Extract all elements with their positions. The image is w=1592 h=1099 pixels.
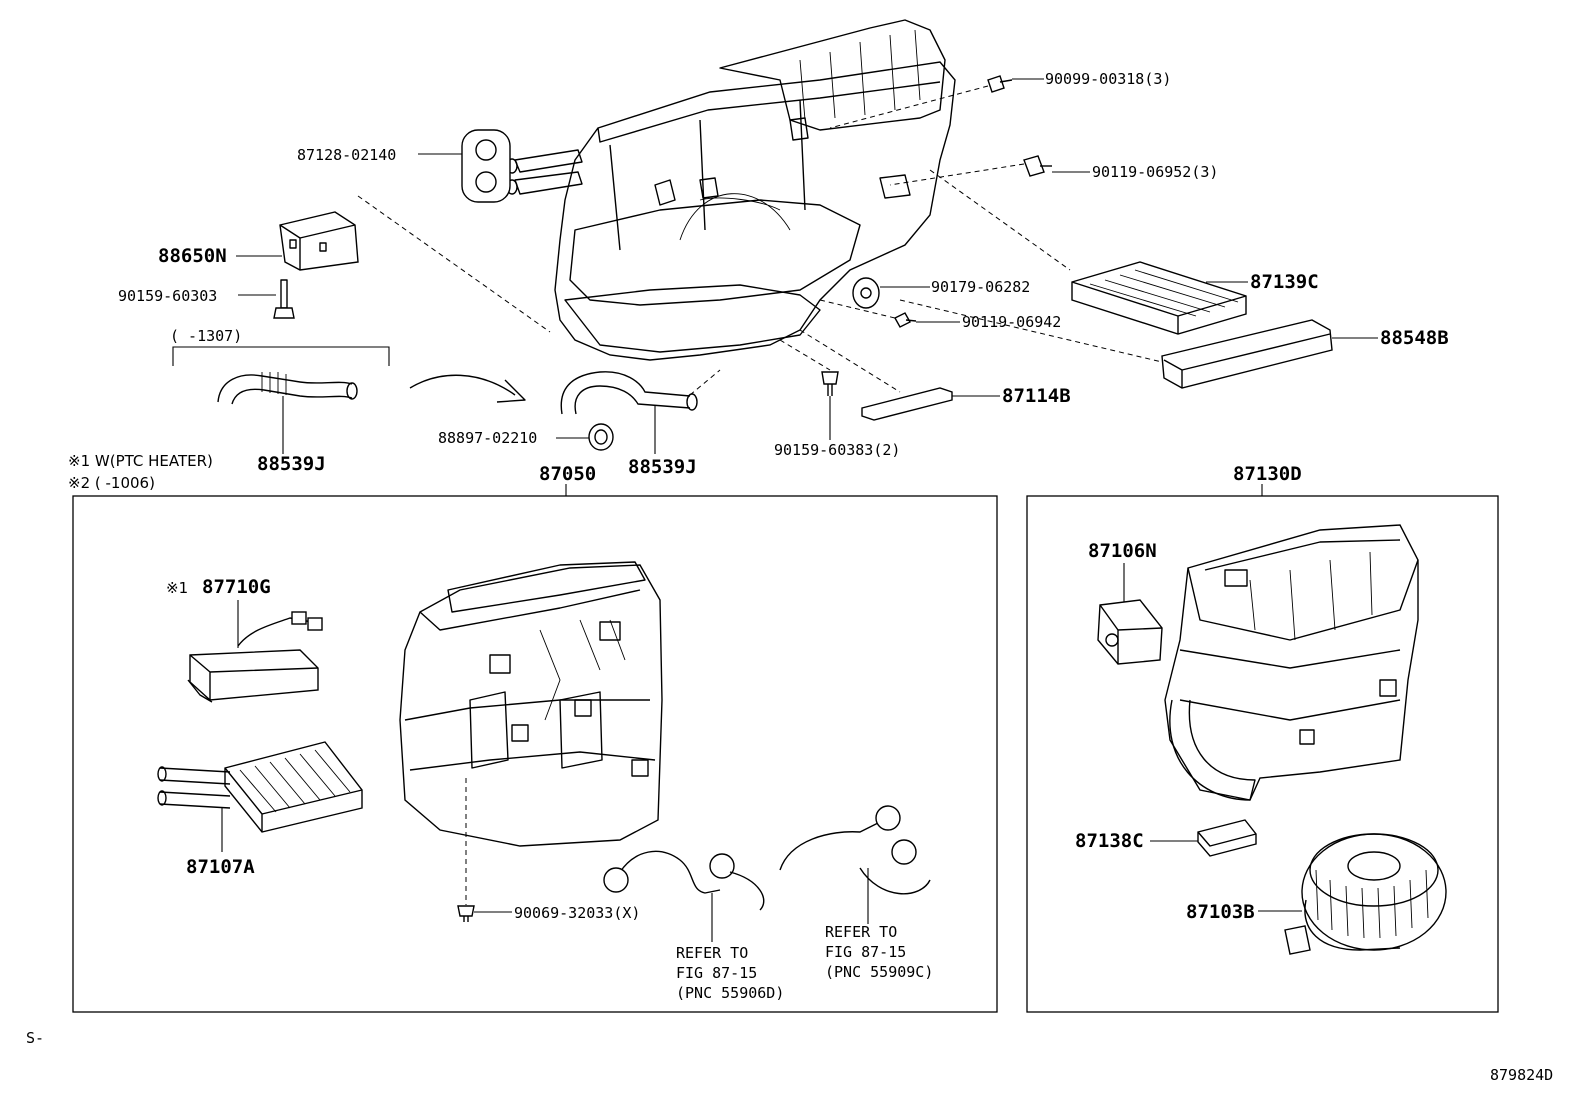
label-88897-02210: 88897-02210 [438,429,537,447]
refer2-line1: REFER TO [825,923,897,941]
label-88548b: 88548B [1380,327,1449,349]
label-87106n: 87106N [1088,540,1157,562]
blower-case-drawing [1164,524,1419,801]
main-hvac-unit-drawing [506,19,956,361]
refer1-line3: (PNC 55906D) [676,984,784,1002]
dashed-assembly-lines [357,85,1163,396]
heater-core-drawing [157,741,363,833]
screw-90119-06952-drawing [1023,155,1052,177]
hvac-case-drawing [399,561,663,847]
note-1006: ※2 ( -1006) [68,474,155,492]
refer2-line2: FIG 87-15 [825,943,906,961]
screw-90069-32033-drawing [457,905,475,922]
screw-90099-00318-drawing [987,75,1013,93]
assembly-box-87130d [1026,495,1499,1013]
assembly-box-87050 [72,495,998,1013]
water-hose-right-drawing [560,371,698,415]
blower-motor-drawing [1284,833,1447,955]
label-87139c: 87139C [1250,271,1319,293]
leader-lines [172,78,1378,454]
label-88539j-left: 88539J [257,453,326,475]
transition-arrow [409,374,526,403]
label-87103b: 87103B [1186,901,1255,923]
water-hose-left-drawing [217,372,358,405]
wire-harness-1-drawing [603,850,765,911]
refer1-line2: FIG 87-15 [676,964,757,982]
label-88539j-right: 88539J [628,456,697,478]
note-ptc-heater: ※1 W(PTC HEATER) [68,452,213,470]
label-87130d: 87130D [1233,463,1302,485]
refer1-line1: REFER TO [676,944,748,962]
label-87114b: 87114B [1002,385,1071,407]
resistor-87138c-drawing [1197,819,1257,857]
label-87138c: 87138C [1075,830,1144,852]
label-90119-06942: 90119-06942 [962,313,1061,331]
label-87710g: 87710G [202,576,271,598]
refer2-line3: (PNC 55909C) [825,963,933,981]
servo-87106n-drawing [1097,599,1163,665]
label-90159-60383: 90159-60383(2) [774,441,900,459]
ptc-heater-drawing [187,611,323,703]
duct-87114b-drawing [861,387,953,421]
screw-90119-06942-drawing [894,312,917,328]
label-90119-06952: 90119-06952(3) [1092,163,1218,181]
screw-90159-60383-drawing [821,371,839,396]
grommet-drawing [461,129,511,203]
label-90179-06282: 90179-06282 [931,278,1030,296]
label-87050: 87050 [539,463,596,485]
label-90069-32033: 90069-32033(X) [514,904,640,922]
wire-harness-2-drawing [779,805,931,895]
filter-case-88548b-drawing [1161,319,1333,389]
diagram-id: 879824D [1490,1066,1553,1084]
label-88650n: 88650N [158,245,227,267]
label-87710g-mark: ※1 [166,579,188,597]
label-1307: ( -1307) [170,327,242,345]
nut-90179-06282-drawing [852,277,880,309]
screw-90159-60303-drawing [273,279,295,319]
label-90159-60303: 90159-60303 [118,287,217,305]
air-filter-87139c-drawing [1071,261,1247,335]
label-87107a: 87107A [186,856,255,878]
servo-motor-drawing [279,211,359,271]
clamp-drawing [588,423,614,451]
label-87128-02140: 87128-02140 [297,146,396,164]
label-90099-00318: 90099-00318(3) [1045,70,1171,88]
footer-left: S- [26,1029,44,1047]
